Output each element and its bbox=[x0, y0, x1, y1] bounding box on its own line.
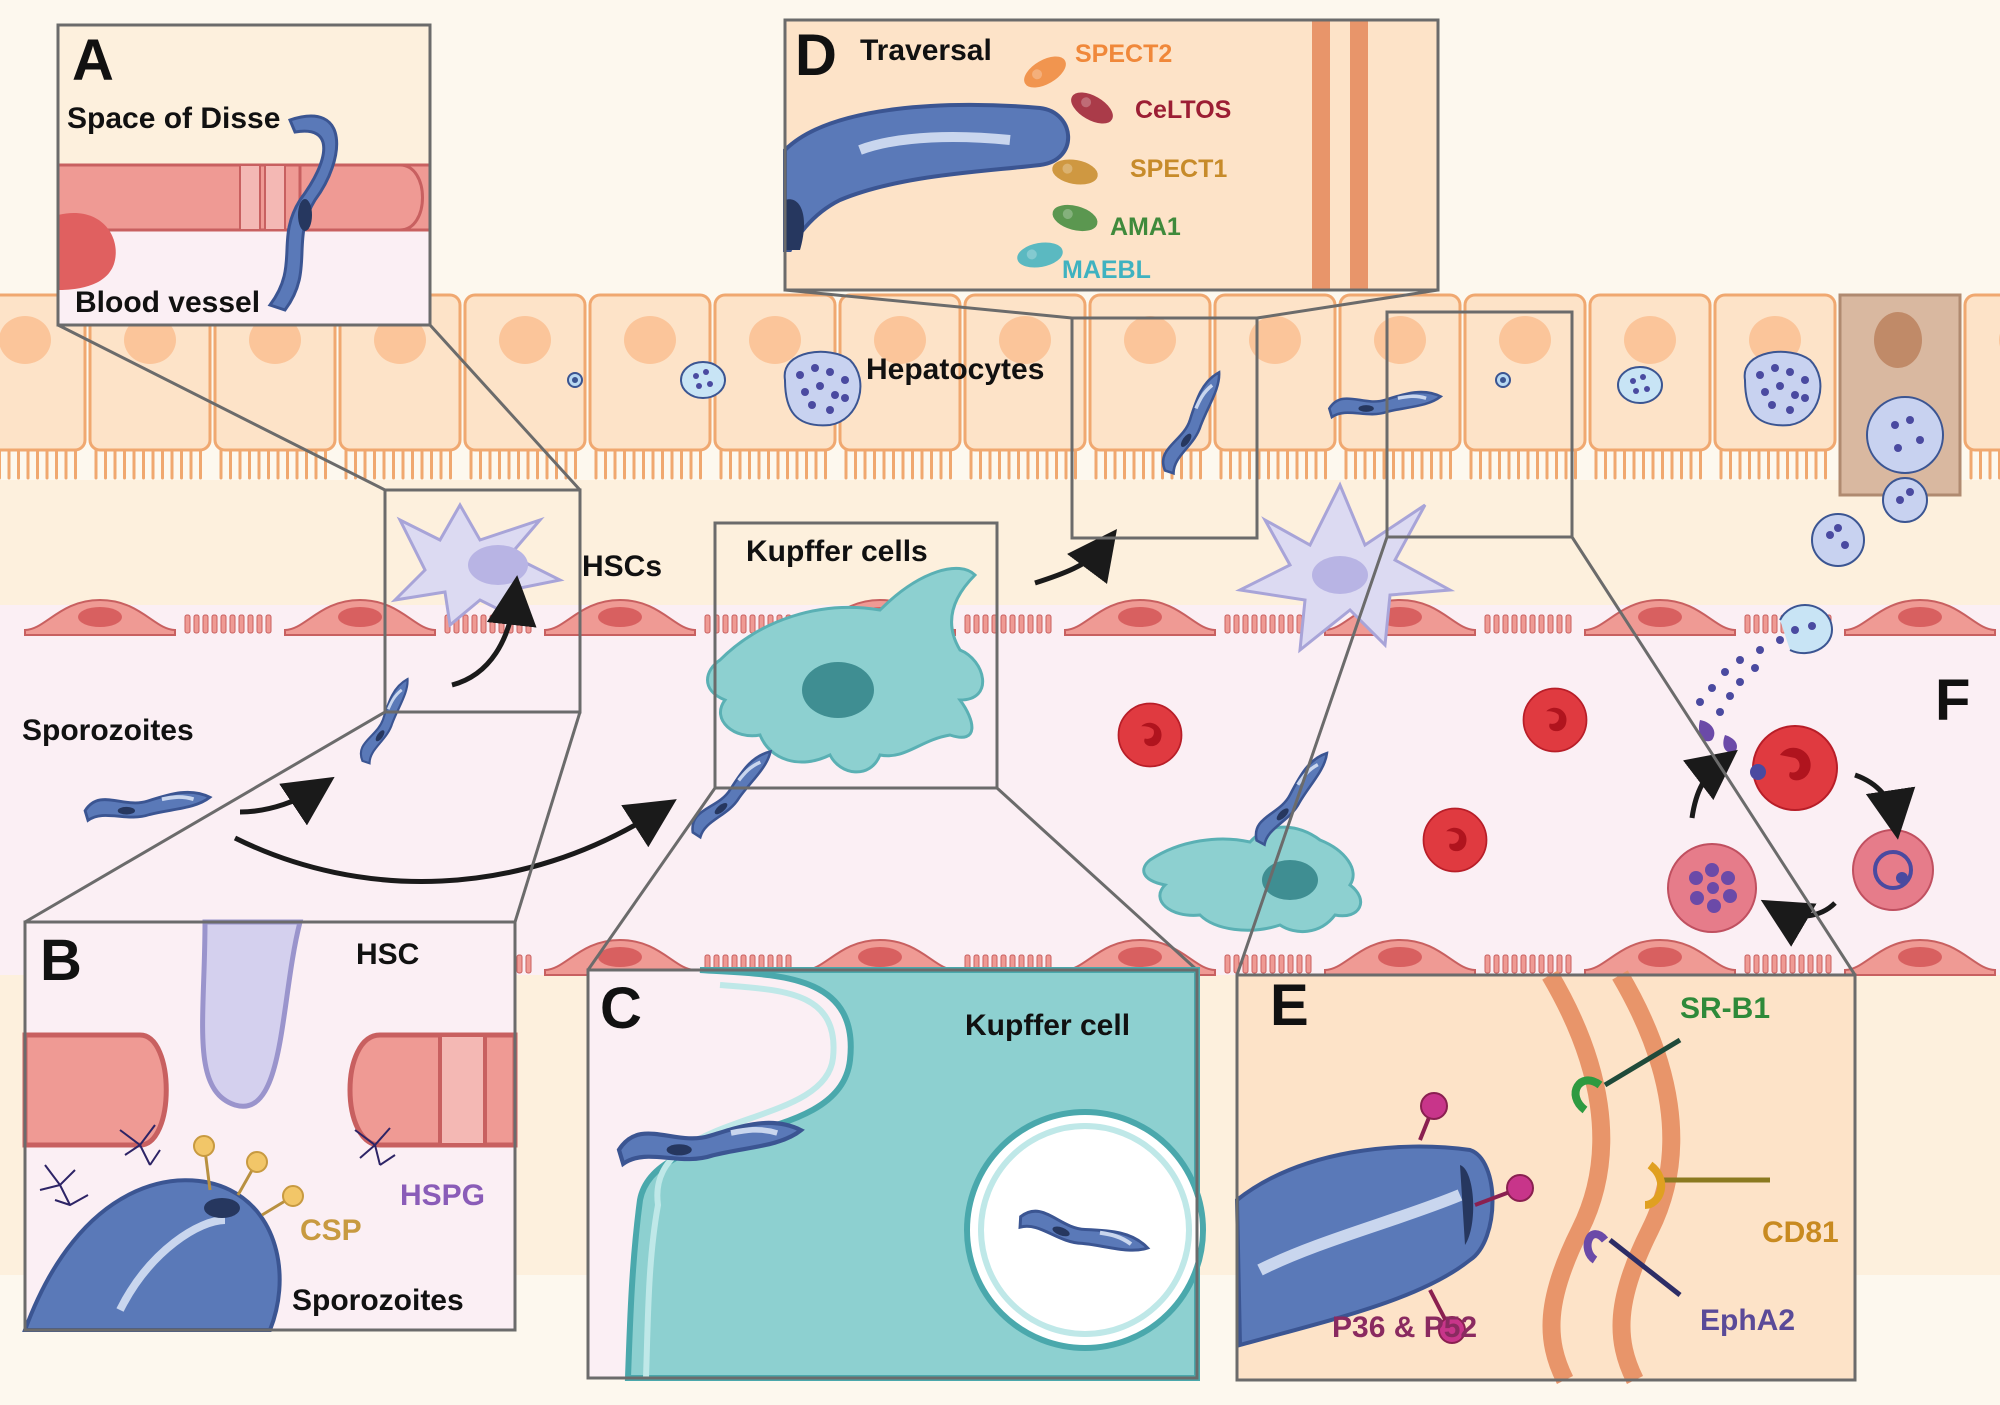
arrow-to-kupffer bbox=[233, 799, 677, 884]
label-maebl: MAEBL bbox=[1062, 256, 1151, 284]
blood-stage-cycle bbox=[1667, 604, 1934, 947]
label-hepatocytes: Hepatocytes bbox=[866, 353, 1044, 386]
endothelial-cell bbox=[1584, 938, 1832, 976]
hepatocyte-cell bbox=[1213, 293, 1337, 480]
liver-stage-development bbox=[567, 293, 1962, 567]
panel-e-letter: E bbox=[1270, 973, 1309, 1038]
label-sporozoites-b: Sporozoites bbox=[292, 1284, 464, 1317]
zoom-box-traversal bbox=[1070, 316, 1259, 540]
label-space-of-disse: Space of Disse bbox=[67, 102, 280, 135]
zoom-box-hsc bbox=[383, 488, 582, 714]
label-epha2: EphA2 bbox=[1700, 1304, 1795, 1337]
arrow-to-hsc bbox=[239, 776, 335, 826]
label-hsc: HSC bbox=[356, 938, 419, 971]
panel-d: D Traversal SPECT2 CeLTOS SPECT1 AMA1 MA… bbox=[783, 18, 1440, 292]
label-cd81: CD81 bbox=[1762, 1216, 1839, 1249]
protein-blob bbox=[1017, 242, 1063, 268]
label-sr-b1: SR-B1 bbox=[1680, 992, 1770, 1025]
hepatocyte-cell bbox=[1963, 293, 2000, 480]
label-sporozoites: Sporozoites bbox=[22, 714, 194, 747]
panel-a: A Space of Disse Blood vessel bbox=[56, 23, 432, 327]
label-csp: CSP bbox=[300, 1214, 362, 1247]
protein-blob bbox=[1052, 159, 1098, 185]
label-hspg: HSPG bbox=[400, 1179, 485, 1212]
endothelial-cell bbox=[1844, 598, 1996, 636]
hepatocyte-cell bbox=[0, 293, 87, 480]
hepatocyte-cell bbox=[1463, 293, 1587, 480]
hepatocyte-cell bbox=[213, 293, 337, 480]
endothelial-cell bbox=[1064, 938, 1312, 976]
panel-b-letter: B bbox=[40, 928, 82, 993]
label-spect2: SPECT2 bbox=[1075, 40, 1172, 68]
label-ama1: AMA1 bbox=[1110, 213, 1181, 241]
label-spect1: SPECT1 bbox=[1130, 155, 1227, 183]
panel-c-letter: C bbox=[600, 976, 642, 1041]
endothelial-cell bbox=[24, 598, 272, 636]
kupffer-cell-lower bbox=[1142, 825, 1363, 934]
arrow-through-hsc bbox=[451, 575, 537, 688]
hepatocyte-cell bbox=[963, 293, 1087, 480]
endothelial-cell bbox=[544, 938, 792, 976]
hspg-glycans bbox=[39, 1124, 396, 1207]
panel-c: C Kupffer cell bbox=[586, 967, 1206, 1381]
red-blood-cell bbox=[1422, 807, 1488, 873]
red-blood-cell bbox=[1522, 687, 1588, 753]
hepatocyte-cell bbox=[338, 293, 462, 480]
label-kupffer-cells: Kupffer cells bbox=[746, 535, 928, 568]
endothelial-cell bbox=[1064, 598, 1312, 636]
label-kupffer-cell: Kupffer cell bbox=[965, 1009, 1130, 1042]
protein-blob bbox=[1024, 56, 1066, 88]
label-traversal: Traversal bbox=[860, 34, 992, 67]
panel-f-letter: F bbox=[1935, 668, 1970, 733]
space-of-disse-band bbox=[0, 480, 2000, 610]
zoom-box-kupffer bbox=[713, 521, 999, 790]
label-p36-p52: P36 & P52 bbox=[1332, 1311, 1477, 1344]
label-hscs: HSCs bbox=[582, 550, 662, 583]
endothelial-cell bbox=[1844, 938, 1996, 976]
protein-blob bbox=[1071, 92, 1113, 124]
hepatocyte-cell bbox=[1088, 293, 1212, 480]
red-blood-cell bbox=[1117, 702, 1183, 768]
zoom-lines bbox=[24, 288, 1857, 976]
zoom-box-invasion bbox=[1385, 310, 1574, 539]
hepatocyte-cell bbox=[463, 293, 587, 480]
protein-blob bbox=[1052, 204, 1098, 232]
hepatocyte-cell bbox=[588, 293, 712, 480]
hepatocyte-cell bbox=[1338, 293, 1462, 480]
endothelial-cell bbox=[1324, 938, 1572, 976]
endothelial-cell bbox=[804, 938, 1052, 976]
panel-d-letter: D bbox=[795, 23, 837, 88]
label-celtos: CeLTOS bbox=[1135, 96, 1231, 124]
hsc-cell-right bbox=[1235, 481, 1456, 654]
arrow-to-hepatocyte bbox=[1034, 529, 1118, 586]
endothelial-cell bbox=[544, 598, 792, 636]
kupffer-cell-main bbox=[706, 566, 985, 774]
panel-b: B HSC CSP HSPG Sporozoites bbox=[22, 919, 518, 1332]
label-blood-vessel: Blood vessel bbox=[75, 286, 260, 319]
hepatocyte-cell bbox=[713, 293, 837, 480]
endothelial-cell bbox=[1324, 598, 1572, 636]
panel-a-letter: A bbox=[72, 28, 114, 93]
panel-e: E SR-B1 CD81 EphA2 P36 & P52 bbox=[1234, 970, 1857, 1385]
